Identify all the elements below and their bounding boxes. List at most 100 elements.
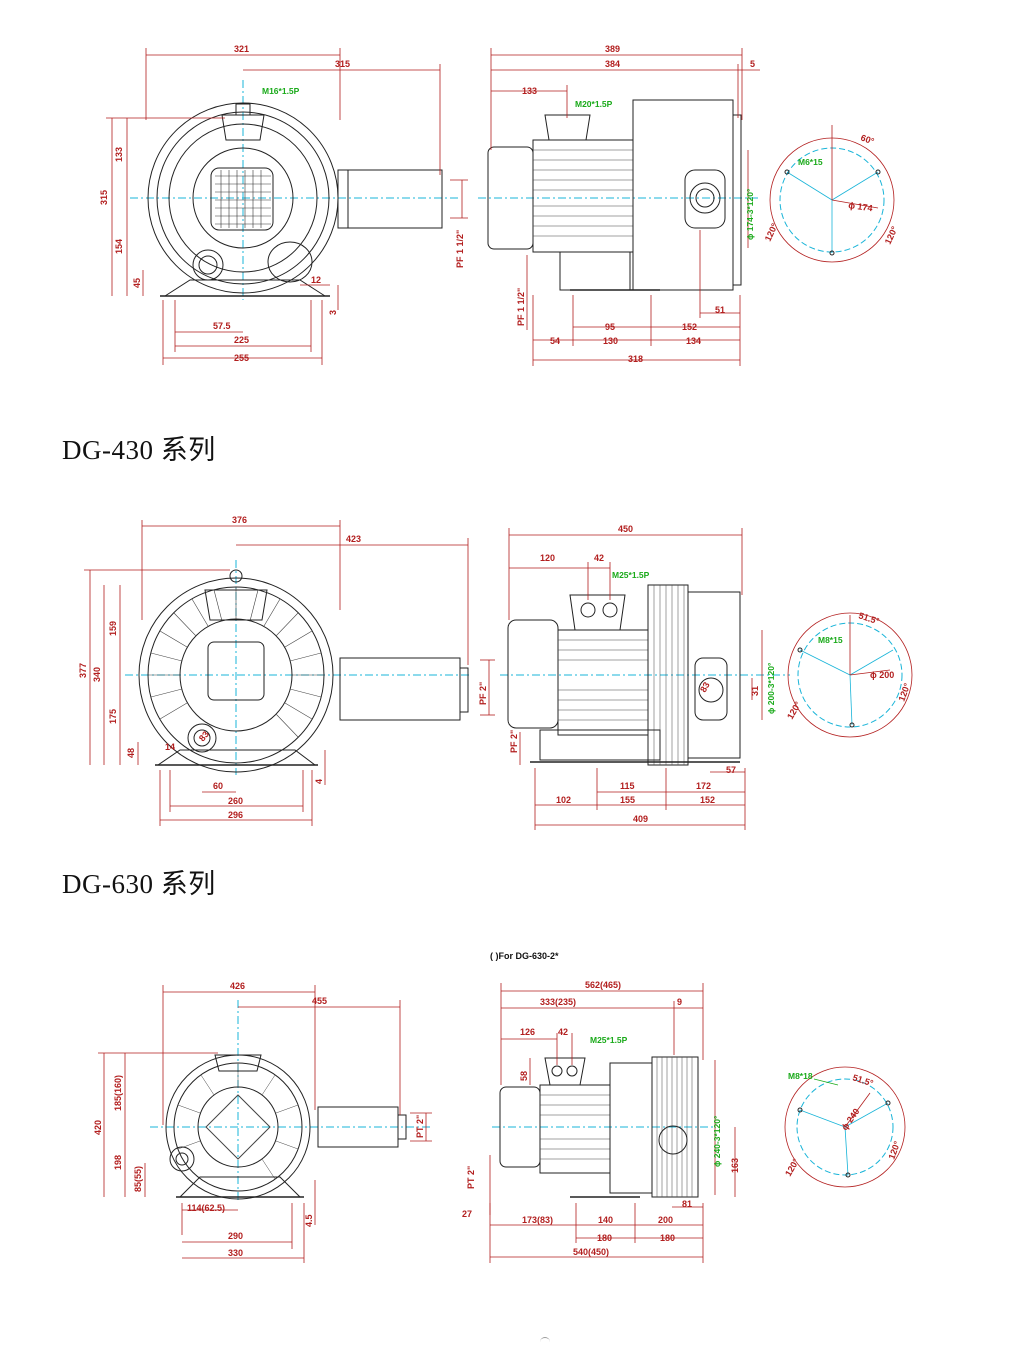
dim-4: 4: [314, 779, 324, 784]
pf-side-630: PF 2": [509, 730, 519, 753]
flange-bolt: M6*15: [798, 157, 823, 167]
dim-48: 48: [126, 748, 136, 758]
dim-409: 409: [633, 814, 648, 824]
dg630-front-labels: 376 423 377 340 159 175 48 14 83 60 260 …: [78, 515, 488, 820]
dim-260: 260: [228, 796, 243, 806]
dim-12: 12: [311, 275, 321, 285]
dim-9: 9: [677, 997, 682, 1007]
dim-155: 155: [620, 795, 635, 805]
dim-255: 255: [234, 353, 249, 363]
dg630-side-dimensions: [508, 528, 763, 830]
dim-377: 377: [78, 663, 88, 678]
pcd-label: ϕ 174-3*120°: [745, 188, 755, 240]
dim-130: 130: [603, 336, 618, 346]
dg630-front-dimensions: [84, 520, 495, 826]
dg630-drawing: 376 423 377 340 159 175 48 14 83 60 260 …: [78, 515, 913, 830]
dim-42: 42: [594, 553, 604, 563]
dim-540: 540(450): [573, 1247, 609, 1257]
dim-57-5: 57.5: [213, 321, 231, 331]
dg630-side-labels: 450 120 42 M25*1.5P PF 2" 83 31 ϕ 200-3*…: [509, 524, 776, 824]
dim-154: 154: [114, 239, 124, 254]
dim-315-height: 315: [99, 190, 109, 205]
dg6302-side-labels: ( )For DG-630-2* 562(465) 333(235) 9 126…: [462, 951, 740, 1257]
side-port-thread-6302: M25*1.5P: [590, 1035, 628, 1045]
pt-front: PT 2": [415, 1115, 425, 1138]
pcd-6302: ϕ 240-3*120°: [712, 1115, 722, 1167]
dim-114: 114(62.5): [187, 1203, 225, 1213]
dim-159: 159: [108, 621, 118, 636]
dim-389: 389: [605, 44, 620, 54]
dg430-side-labels: 389 384 5 133 M20*1.5P PF 1 1/2" PF 1 1/…: [455, 44, 755, 364]
dim-180-a: 180: [597, 1233, 612, 1243]
dim-175: 175: [108, 709, 118, 724]
dg430-side-dimensions: [490, 48, 760, 366]
dim-27: 27: [462, 1209, 472, 1219]
dim-102: 102: [556, 795, 571, 805]
dim-85: 85(55): [133, 1166, 143, 1192]
dim-420: 420: [93, 1120, 103, 1135]
dim-51: 51: [715, 305, 725, 315]
dim-296: 296: [228, 810, 243, 820]
dim-14: 14: [165, 742, 175, 752]
dim-126: 126: [520, 1027, 535, 1037]
dg430-flange: M6*15 60° ϕ 174 120° 120°: [763, 125, 900, 263]
flange-angle-top: 60°: [859, 132, 876, 146]
series-note: ( )For DG-630-2*: [490, 951, 559, 961]
dim-321: 321: [234, 44, 249, 54]
flange-angle-left-630: 120°: [785, 700, 803, 721]
dim-333: 333(235): [540, 997, 576, 1007]
dim-42-b: 42: [558, 1027, 568, 1037]
dim-290: 290: [228, 1231, 243, 1241]
dg6302-flange: M8*18 51.5° ϕ 240 120° 120°: [783, 1066, 906, 1188]
dim-173: 173(83): [522, 1215, 553, 1225]
dg430-side-view: [478, 99, 760, 291]
dim-330: 330: [228, 1248, 243, 1258]
dim-200: 200: [658, 1215, 673, 1225]
dim-455: 455: [312, 996, 327, 1006]
pt-side: PT 2": [466, 1166, 476, 1189]
dim-426: 426: [230, 981, 245, 991]
dim-384: 384: [605, 59, 620, 69]
side-port-thread-630: M25*1.5P: [612, 570, 650, 580]
pf-right: PF 1 1/2": [455, 230, 465, 268]
dim-120: 120: [540, 553, 555, 563]
series-title-dg630: DG-630 系列: [62, 869, 216, 899]
flange-diameter-630: ϕ 200: [870, 670, 894, 680]
dim-163: 163: [730, 1158, 740, 1173]
dim-31: 31: [750, 686, 760, 696]
flange-angle-right: 120°: [883, 224, 900, 245]
dim-340: 340: [92, 667, 102, 682]
dim-185: 185(160): [113, 1075, 123, 1111]
dim-58: 58: [519, 1071, 529, 1081]
dg630-2-drawing: 426 455 420 185(160) 198 85(55) 114(62.5…: [93, 951, 906, 1263]
dg630-front-view: [125, 560, 470, 775]
series-title-dg430: DG-430 系列: [62, 435, 216, 465]
pf-front: PF 2": [478, 682, 488, 705]
dim-134: 134: [686, 336, 701, 346]
dim-152: 152: [682, 322, 697, 332]
flange-angle-top-6302: 51.5°: [851, 1072, 875, 1088]
dim-315-width: 315: [335, 59, 350, 69]
dim-83-front: 83: [197, 729, 211, 743]
dg430-front-view: [130, 80, 460, 300]
dg6302-front-labels: 426 455 420 185(160) 198 85(55) 114(62.5…: [93, 981, 425, 1258]
pf-left: PF 1 1/2": [516, 288, 526, 326]
dim-95: 95: [605, 322, 615, 332]
dim-3: 3: [328, 310, 338, 315]
dim-198: 198: [113, 1155, 123, 1170]
dim-180-b: 180: [660, 1233, 675, 1243]
dg6302-front-dimensions: [98, 985, 432, 1263]
pcd-630: ϕ 200-3*120°: [766, 662, 776, 714]
dim-5: 5: [750, 59, 755, 69]
page-marker: [540, 1337, 550, 1344]
dim-318: 318: [628, 354, 643, 364]
dim-140: 140: [598, 1215, 613, 1225]
dim-152-630: 152: [700, 795, 715, 805]
dim-83-side: 83: [698, 680, 712, 694]
dim-45: 45: [132, 278, 142, 288]
front-port-thread: M16*1.5P: [262, 86, 300, 96]
dim-54: 54: [550, 336, 560, 346]
dim-4-5: 4.5: [304, 1214, 314, 1227]
dim-450: 450: [618, 524, 633, 534]
dim-172: 172: [696, 781, 711, 791]
